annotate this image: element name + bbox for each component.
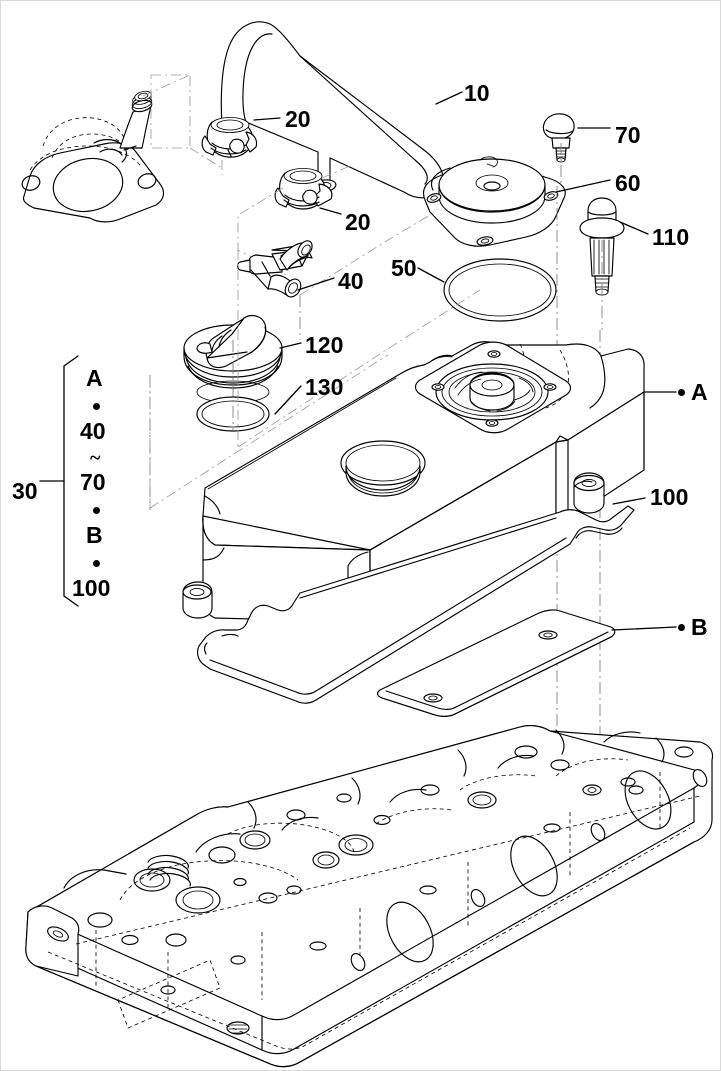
breather-mount-pad: [414, 341, 572, 434]
baffle-plate-part: [376, 609, 616, 717]
ball-stud-part: [542, 113, 575, 163]
group-bullet-2: [93, 507, 100, 514]
group-item-40: 40: [80, 418, 106, 444]
callout-120: 120: [305, 332, 344, 358]
head-side-ports: [350, 768, 708, 972]
group-item-b: B: [86, 522, 103, 548]
callout-70: 70: [615, 122, 641, 148]
group-bullet-1: [93, 403, 100, 410]
breather-cover-oring-part: [443, 258, 557, 322]
bullet-a-marker: [678, 389, 685, 396]
cover-boss-right: [573, 472, 605, 514]
callout-b-right: B: [691, 614, 708, 640]
callout-10: 10: [464, 80, 490, 106]
callout-60: 60: [615, 170, 641, 196]
hose-clamp-upper-part: [201, 117, 258, 158]
cover-boss-left: [182, 581, 213, 619]
cylinder-head-part: [25, 725, 714, 1068]
construction-guides: [149, 214, 481, 509]
callout-50: 50: [391, 255, 417, 281]
group-bracket-30: [39, 355, 79, 607]
callout-a-right: A: [691, 379, 708, 405]
cover-gasket-part: [197, 505, 635, 704]
breather-hose-part: [213, 21, 444, 199]
head-flange-contours: [63, 729, 665, 889]
oil-filler-hole: [340, 440, 426, 497]
breather-cover-part: [423, 156, 566, 247]
breather-valve-part: [237, 240, 313, 298]
group-bullet-3: [93, 560, 100, 567]
leader-lines: [253, 91, 677, 631]
callout-110: 110: [652, 224, 690, 250]
hose-clamp-lower-part: [274, 168, 333, 210]
group-item-100: 100: [72, 575, 111, 601]
group-range-tilde: ~: [90, 447, 101, 469]
bullet-b-marker: [678, 624, 685, 631]
group-item-a: A: [86, 365, 103, 391]
callout-20-upper: 20: [285, 106, 311, 132]
callout-130: 130: [305, 374, 344, 400]
group-item-70: 70: [80, 469, 106, 495]
threaded-bore: [147, 854, 191, 887]
water-flange-part: [21, 90, 165, 223]
callout-20-lower: 20: [345, 209, 371, 235]
callout-30: 30: [12, 478, 38, 504]
callout-100: 100: [650, 484, 689, 510]
callout-40: 40: [338, 268, 364, 294]
